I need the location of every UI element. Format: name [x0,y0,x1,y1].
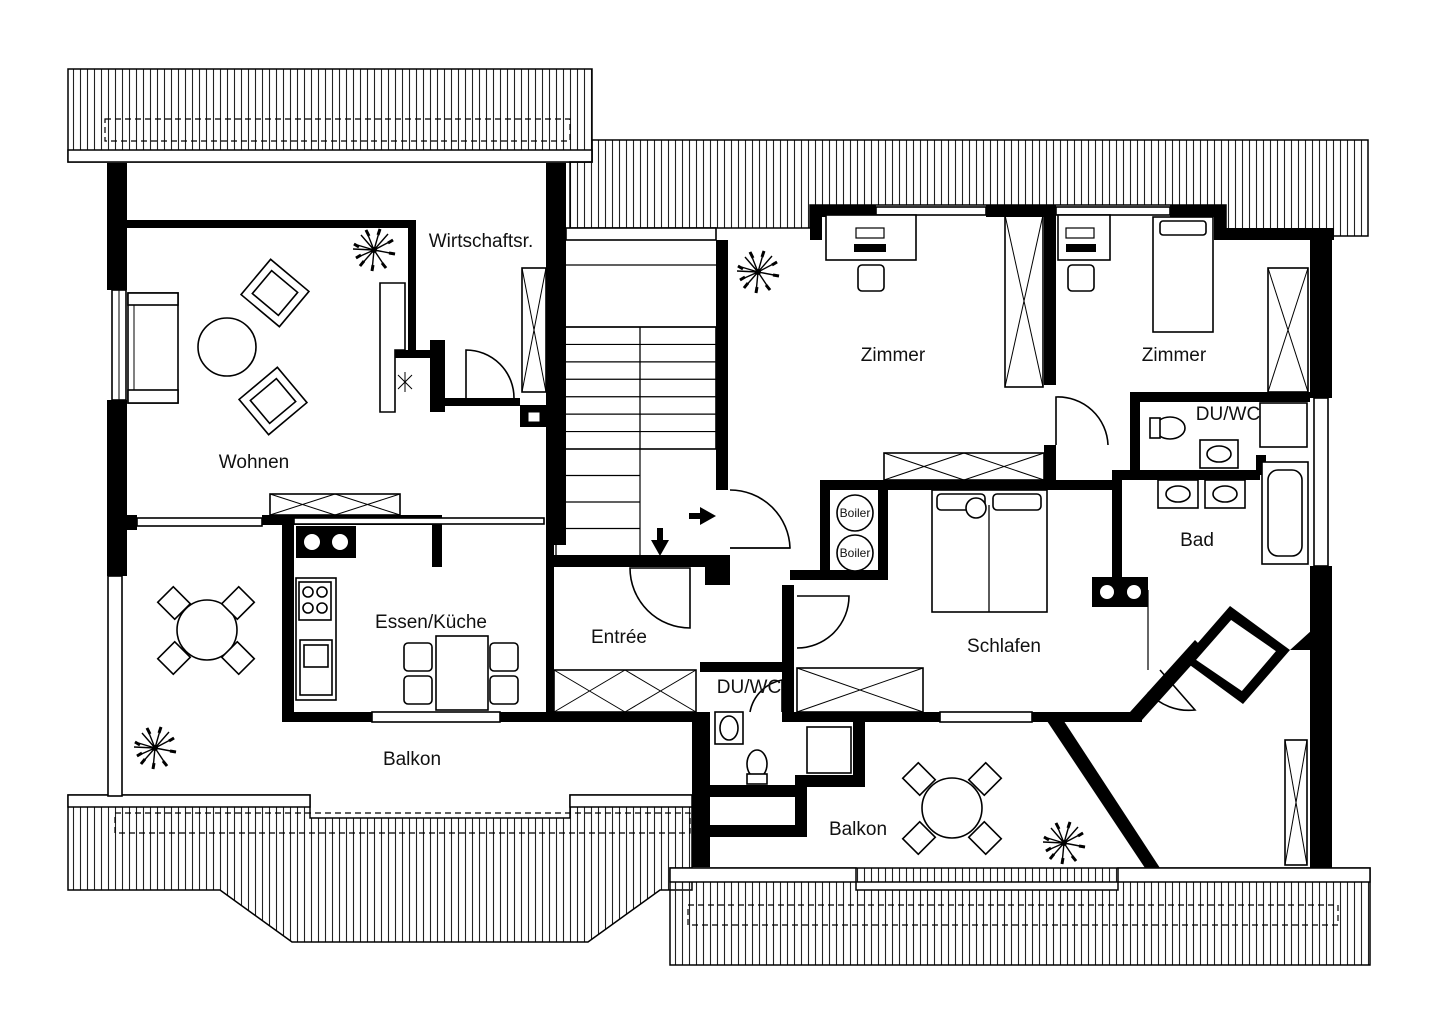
boiler-icon: Boiler Boiler [836,494,874,572]
dining-table-icon [403,635,519,711]
toilet-icon [1149,416,1186,440]
bed-icon [931,489,1048,613]
appliance-icon [379,282,413,413]
shower-icon [1259,402,1308,448]
room-label-bad: Bad [1180,530,1214,551]
bathtub-icon [1261,461,1309,565]
kitchen-counter [295,577,337,701]
round-table-icon [901,761,1003,856]
room-label-zimmer-1: Zimmer [861,345,926,366]
doors [465,349,1197,713]
roof-top-right [569,139,1369,237]
wardrobe-right-outside [1284,739,1308,866]
plant-icon [132,725,178,771]
room-label-balkon-1: Balkon [383,749,441,770]
roof-bottom-left [67,794,693,943]
room-label-balkon-2: Balkon [829,819,887,840]
room-label-duwc-2: DU/WC [717,677,781,698]
roof-bottom-right [669,867,1371,966]
room-label-zimmer-2: Zimmer [1142,345,1207,366]
sink-icon [1199,439,1239,469]
boiler-label: Boiler [840,506,871,520]
room-label-schlafen: Schlafen [967,636,1041,657]
wardrobe-wohnen [269,493,401,516]
room-label-duwc-1: DU/WC [1196,404,1260,425]
room-labels: Wirtschaftsr. Wohnen Zimmer Zimmer DU/WC… [219,231,1260,840]
wardrobe-zimmer-1 [1004,214,1044,388]
shower-icon [806,726,852,774]
staircase [555,264,717,555]
wardrobe-zimmer-2 [1267,267,1309,393]
wardrobe-zimmer-1-bottom [883,452,1045,481]
desk-icon [1057,214,1111,292]
roof-top-left [67,68,593,163]
room-label-wirtschaftsraum: Wirtschaftsr. [429,231,534,252]
wardrobe-schlafen [796,667,924,713]
room-label-wohnen: Wohnen [219,452,289,473]
round-table-icon [156,585,256,676]
plant-icon [1041,820,1087,866]
sink-icon [1157,479,1246,509]
round-table-icon [197,317,257,377]
plant-icon [735,249,781,295]
boiler-label: Boiler [840,546,871,560]
room-label-essen-kueche: Essen/Küche [375,612,487,633]
wardrobes [269,214,1309,866]
desk-icon [825,214,917,292]
bed-icon [1152,216,1214,333]
windows [107,206,1329,797]
sink-icon [714,711,744,745]
sofa-icon [127,292,179,404]
arrow-icon [651,507,716,556]
walls [107,163,1334,868]
stove-icon [296,526,356,558]
wardrobe-entree [553,669,697,713]
wardrobe-wirtschaftsraum [521,267,547,393]
room-label-entree: Entrée [591,627,647,648]
plant-icon [351,227,397,273]
armchair-icon [237,258,311,436]
toilet-icon [746,749,768,785]
